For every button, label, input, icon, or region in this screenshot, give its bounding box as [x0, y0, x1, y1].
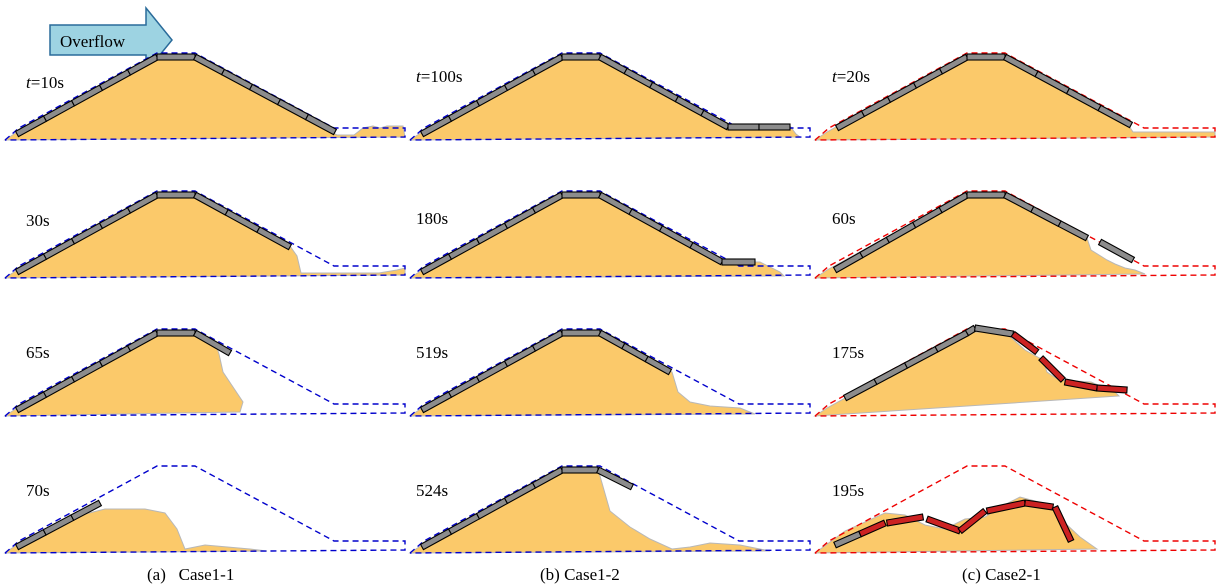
- revetment-block: [256, 226, 293, 251]
- revetment-block: [1038, 355, 1066, 383]
- revetment-block: [644, 355, 673, 376]
- time-label: 60s: [832, 209, 856, 228]
- panel-3-3: 175s: [813, 324, 1216, 417]
- embankment-soil: [813, 496, 1099, 554]
- embankment-soil: [408, 331, 756, 417]
- revetment-block: [966, 191, 1006, 199]
- initial-levee-outline: [4, 328, 406, 417]
- revetment-block: [1097, 104, 1134, 129]
- embankment-soil: [813, 193, 1146, 279]
- revetment-block: [758, 123, 791, 131]
- time-symbol: t: [26, 73, 32, 92]
- time-label: t=10s: [26, 73, 64, 92]
- revetment-block: [561, 466, 599, 474]
- time-value: 195s: [832, 481, 864, 500]
- revetment-block: [885, 513, 925, 527]
- initial-levee-outline: [409, 328, 811, 417]
- revetment-block: [156, 53, 196, 61]
- revetment-block: [70, 499, 103, 522]
- time-value: 519s: [416, 343, 448, 362]
- time-symbol: t: [832, 67, 838, 86]
- time-label: t=100s: [416, 67, 462, 86]
- time-value: 180s: [416, 209, 448, 228]
- time-label: 180s: [416, 209, 448, 228]
- revetment-block: [721, 258, 756, 266]
- revetment-block: [1057, 220, 1090, 242]
- caption-case1-2: (b) Case1-2: [540, 565, 620, 584]
- revetment-block: [957, 507, 988, 535]
- revetment-block: [858, 519, 887, 538]
- revetment-block: [1051, 504, 1075, 544]
- time-value: =10s: [31, 73, 64, 92]
- time-label: 30s: [26, 211, 50, 230]
- time-value: =100s: [421, 67, 463, 86]
- time-value: =20s: [837, 67, 870, 86]
- panel-1-3: 65s: [3, 328, 406, 417]
- time-label: 524s: [416, 481, 448, 500]
- revetment-block: [304, 113, 338, 136]
- time-value: 70s: [26, 481, 50, 500]
- time-value: 524s: [416, 481, 448, 500]
- time-label: 65s: [26, 343, 50, 362]
- initial-levee-outline: [4, 465, 406, 554]
- time-symbol: t: [416, 67, 422, 86]
- panel-2-1: t=100s: [408, 52, 811, 141]
- panel-1-1: t=10s: [3, 52, 406, 141]
- revetment-block: [156, 191, 196, 199]
- time-value: 175s: [832, 343, 864, 362]
- time-label: 519s: [416, 343, 448, 362]
- caption-case1-1: (a) Case1-1: [147, 565, 234, 584]
- time-value: 30s: [26, 211, 50, 230]
- revetment-block: [561, 329, 601, 337]
- panel-3-2: 60s: [813, 190, 1216, 279]
- panel-1-2: 30s: [3, 190, 406, 279]
- revetment-block: [561, 191, 601, 199]
- initial-levee-outline: [409, 52, 811, 141]
- panel-2-3: 519s: [408, 328, 811, 417]
- initial-levee-outline: [4, 190, 406, 279]
- time-label: 195s: [832, 481, 864, 500]
- panel-1-4: 70s: [3, 465, 406, 554]
- time-label: t=20s: [832, 67, 870, 86]
- time-value: 60s: [832, 209, 856, 228]
- time-value: 65s: [26, 343, 50, 362]
- time-label: 175s: [832, 343, 864, 362]
- revetment-block: [1096, 384, 1128, 394]
- panel-3-4: 195s: [813, 465, 1216, 554]
- initial-levee-outline: [814, 465, 1216, 554]
- panel-grid: t=10s30s65s70st=100s180s519s524st=20s60s…: [3, 52, 1216, 554]
- revetment-block: [1097, 238, 1136, 264]
- time-label: 70s: [26, 481, 50, 500]
- revetment-block: [561, 53, 601, 61]
- panel-2-4: 524s: [408, 465, 811, 554]
- revetment-block: [595, 466, 635, 491]
- initial-levee-outline: [409, 190, 811, 279]
- caption-case2-1: (c) Case2-1: [962, 565, 1041, 584]
- revetment-block: [1010, 330, 1040, 356]
- revetment-block: [1023, 499, 1055, 511]
- embankment-soil: [408, 468, 771, 554]
- panel-2-2: 180s: [408, 190, 811, 279]
- revetment-block: [156, 329, 196, 337]
- overflow-label: Overflow: [60, 32, 126, 51]
- revetment-block: [966, 53, 1006, 61]
- initial-levee-outline: [409, 465, 811, 554]
- revetment-block: [192, 329, 233, 357]
- revetment-block: [727, 123, 760, 131]
- panel-3-1: t=20s: [813, 52, 1216, 141]
